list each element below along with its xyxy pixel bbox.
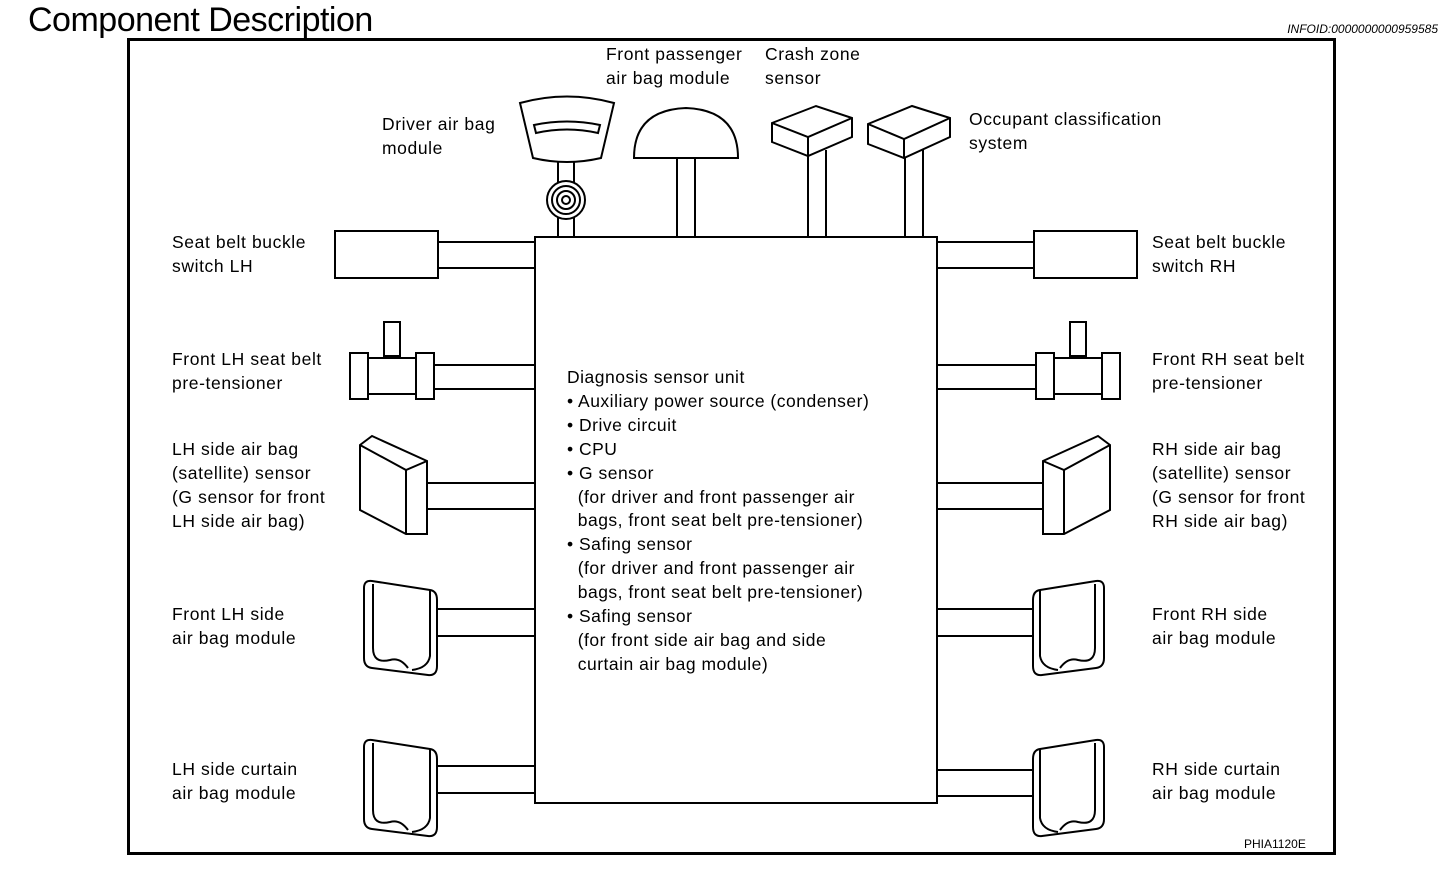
satellite-sensor-rh-icon [937, 434, 1111, 535]
label-driver-airbag: Driver air bag module [382, 114, 496, 158]
info-id: INFOID:0000000000959585 [1287, 22, 1438, 36]
unit-line: • G sensor [567, 462, 654, 483]
label-occupant-classification: Occupant classification system [969, 109, 1162, 153]
label-pretensioner-rh: Front RH seat belt pre-tensioner [1152, 349, 1305, 393]
satellite-sensor-lh-icon [359, 434, 535, 535]
unit-line: • Drive circuit [567, 414, 677, 435]
label-buckle-switch-lh: Seat belt buckle switch LH [172, 232, 307, 276]
label-satellite-sensor-rh: RH side air bag (satellite) sensor (G se… [1152, 439, 1306, 531]
unit-line: Diagnosis sensor unit [567, 367, 745, 387]
diagnosis-sensor-unit-description: Diagnosis sensor unit • Auxiliary power … [567, 366, 869, 677]
label-buckle-switch-rh: Seat belt buckle switch RH [1152, 232, 1287, 276]
label-side-airbag-lh: Front LH side air bag module [172, 604, 297, 648]
unit-line: curtain air bag module) [567, 653, 769, 674]
crash-zone-sensor-icon [771, 104, 853, 237]
curtain-airbag-rh-icon [937, 738, 1105, 838]
unit-line: (for front side air bag and side [567, 629, 827, 650]
unit-line: bags, front seat belt pre-tensioner) [567, 582, 864, 603]
label-front-passenger-airbag: Front passenger air bag module [606, 44, 743, 88]
label-crash-zone-sensor: Crash zone sensor [765, 44, 861, 88]
unit-line: bags, front seat belt pre-tensioner) [567, 510, 864, 531]
clock-spring-icon [546, 180, 586, 220]
unit-line: (for driver and front passenger air [567, 558, 855, 579]
label-curtain-airbag-lh: LH side curtain air bag module [172, 759, 298, 803]
occupant-classification-icon [867, 104, 951, 237]
label-pretensioner-lh: Front LH seat belt pre-tensioner [172, 349, 322, 393]
unit-line: (for driver and front passenger air [567, 486, 855, 507]
pretensioner-lh-icon [349, 321, 535, 400]
front-passenger-airbag-icon [632, 106, 740, 237]
diagram-frame [127, 38, 1336, 855]
unit-line: • Safing sensor [567, 606, 693, 627]
unit-line: • Safing sensor [567, 534, 693, 555]
buckle-switch-rh-icon [937, 230, 1138, 279]
unit-line: • Auxiliary power source (condenser) [567, 390, 870, 411]
diagram-code: PHIA1120E [1244, 837, 1306, 851]
label-side-airbag-rh: Front RH side air bag module [1152, 604, 1277, 648]
driver-airbag-icon [518, 95, 616, 163]
side-airbag-lh-icon [363, 579, 535, 677]
page-title: Component Description [28, 1, 373, 39]
side-airbag-rh-icon [937, 579, 1105, 677]
label-curtain-airbag-rh: RH side curtain air bag module [1152, 759, 1281, 803]
pretensioner-rh-icon [937, 321, 1121, 400]
curtain-airbag-lh-icon [363, 738, 535, 838]
diagnosis-sensor-unit-box [534, 236, 938, 804]
label-satellite-sensor-lh: LH side air bag (satellite) sensor (G se… [172, 439, 326, 531]
buckle-switch-lh-icon [334, 230, 535, 279]
unit-line: • CPU [567, 438, 618, 459]
